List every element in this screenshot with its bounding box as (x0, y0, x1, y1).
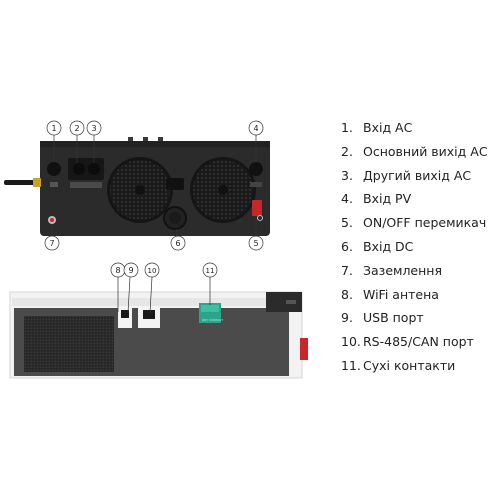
callout-9: 9 (123, 262, 139, 278)
callout-6: 6 (170, 235, 186, 251)
legend-list: 1. Вхід АС 2. Основний вихід АС 3. Другий в… (341, 116, 500, 378)
legend-item-label: ON/OFF перемикач (363, 215, 487, 231)
legend-item-label: RS-485/CAN порт (363, 334, 474, 350)
legend-item-number: 2. (341, 143, 353, 159)
legend-item-number: 5. (341, 215, 353, 231)
ac-input-port (47, 162, 61, 187)
legend-item: 3. Другий вихід АС (341, 164, 500, 188)
svg-text:1: 1 (51, 124, 56, 133)
side-vent-grille (24, 316, 114, 372)
fan-left (107, 157, 173, 223)
legend-item: 7. Заземлення (341, 259, 500, 283)
callout-10: 10 (144, 262, 160, 278)
svg-text:2: 2 (74, 124, 79, 133)
callout-7: 7 (44, 235, 60, 251)
legend-item: 4. Вхід PV (341, 187, 500, 211)
legend-item-number: 11. (341, 357, 361, 373)
callout-4: 4 (248, 120, 264, 136)
legend-item-label: Вхід PV (363, 191, 412, 207)
inverter-diagram: DRY CONTACT 1 2 3 4 5 (4, 120, 308, 379)
pv-input-port (249, 162, 263, 187)
power-switch-icon (252, 200, 263, 221)
svg-text:DRY CONTACT: DRY CONTACT (202, 318, 223, 322)
leader-lines (51, 135, 257, 314)
legend-item-label: Другий вихід АС (363, 167, 472, 183)
legend-item-number: 9. (341, 310, 353, 326)
svg-text:7: 7 (49, 239, 54, 248)
callout-3: 3 (86, 120, 102, 136)
dry-contacts-terminal: DRY CONTACT (199, 303, 223, 323)
legend-item: 5. ON/OFF перемикач (341, 211, 500, 235)
svg-text:10: 10 (148, 267, 157, 275)
callout-11: 11 (202, 262, 218, 278)
legend-item-number: 8. (341, 286, 353, 302)
svg-text:11: 11 (206, 267, 215, 275)
wifi-antenna-icon (4, 178, 41, 187)
legend-item-label: USB порт (363, 310, 424, 326)
fan-right (190, 157, 256, 223)
ground-terminal-icon (48, 216, 56, 224)
legend-item-number: 7. (341, 262, 353, 278)
svg-text:8: 8 (115, 266, 120, 275)
callout-2: 2 (69, 120, 85, 136)
legend-item-label: Вхід DC (363, 238, 414, 254)
legend-item-number: 10. (341, 334, 361, 350)
legend-item-label: WiFi антена (363, 286, 439, 302)
svg-text:6: 6 (175, 239, 180, 248)
legend-item: 2. Основний вихід АС (341, 140, 500, 164)
legend-item-label: Вхід АС (363, 120, 413, 135)
legend-item-label: Заземлення (363, 262, 442, 278)
legend-item: 6. Вхід DC (341, 235, 500, 259)
rs485-can-port (138, 306, 160, 328)
side-view: DRY CONTACT (9, 291, 308, 379)
legend-item: 8. WiFi антена (341, 283, 500, 307)
legend-item-number: 4. (341, 191, 353, 207)
svg-text:9: 9 (128, 266, 133, 275)
legend-item-number: 6. (341, 238, 353, 254)
callout-1: 1 (46, 120, 62, 136)
legend-item-label: Сухі контакти (363, 357, 456, 373)
dc-input-port (163, 178, 187, 230)
svg-text:4: 4 (253, 124, 258, 133)
legend-item-number: 1. (341, 120, 353, 135)
legend-item-label: Основний вихід АС (363, 143, 488, 159)
rear-view (4, 137, 270, 236)
legend-item: 10.RS-485/CAN порт (341, 330, 500, 354)
usb-port (118, 306, 132, 328)
svg-text:3: 3 (91, 124, 96, 133)
callout-5: 5 (248, 235, 264, 251)
svg-text:5: 5 (253, 239, 258, 248)
legend-item: 11.Сухі контакти (341, 354, 500, 378)
legend-item: 9. USB порт (341, 306, 500, 330)
legend-item-number: 3. (341, 167, 353, 183)
callout-8: 8 (110, 262, 126, 278)
legend-item: 1. Вхід АС (341, 116, 500, 140)
ac-output-block (68, 158, 104, 188)
